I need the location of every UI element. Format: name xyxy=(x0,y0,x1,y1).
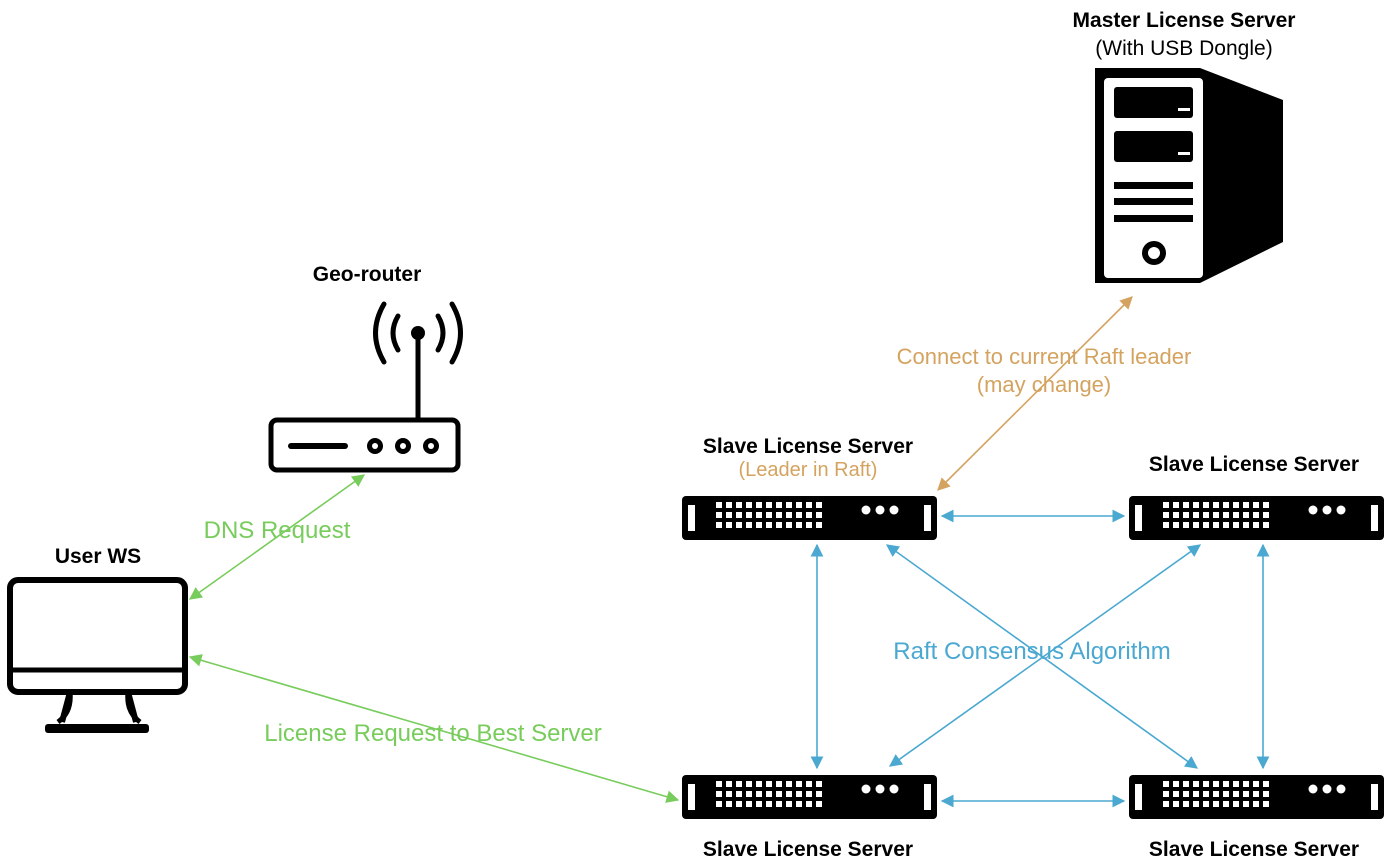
router-icon xyxy=(268,301,463,473)
dns-request-arrow xyxy=(188,474,366,600)
rack-server-icon xyxy=(682,775,937,819)
slave-top-right-title: Slave License Server xyxy=(1148,453,1360,476)
master-server-subtitle: (With USB Dongle) xyxy=(1095,37,1273,60)
rack-server-icon xyxy=(682,496,937,540)
dns-request-label: DNS Request xyxy=(203,517,351,544)
master-server-title: Master License Server xyxy=(1072,9,1296,32)
rack-server-icon xyxy=(1129,496,1384,540)
slave-bottom-right-title: Slave License Server xyxy=(1148,838,1360,861)
license-request-label: License Request to Best Server xyxy=(264,720,602,747)
raft-link-diagonal-up xyxy=(888,544,1202,767)
rack-server-icon xyxy=(1129,775,1384,819)
slave-leader-title: Slave License Server xyxy=(702,435,914,458)
geo-router-title: Geo-router xyxy=(312,263,422,286)
license-request-arrow xyxy=(188,654,680,803)
slave-leader-subtitle: (Leader in Raft) xyxy=(738,459,878,481)
leader-connect-arrow xyxy=(937,296,1133,491)
slave-bottom-left-title: Slave License Server xyxy=(702,838,914,861)
monitor-icon xyxy=(7,577,188,733)
raft-consensus-label: Raft Consensus Algorithm xyxy=(893,638,1171,665)
leader-connect-label: Connect to current Raft leader xyxy=(896,344,1192,369)
user-ws-title: User WS xyxy=(54,545,142,568)
tower-server-icon xyxy=(1095,68,1283,283)
leader-connect-sublabel: (may change) xyxy=(976,372,1112,397)
